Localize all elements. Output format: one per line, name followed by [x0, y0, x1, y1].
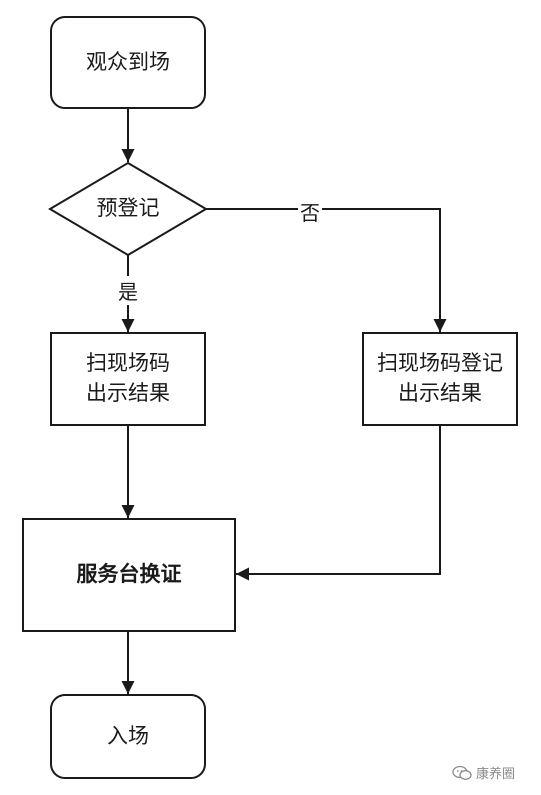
start-node [50, 16, 206, 109]
service-desk-node [22, 518, 236, 632]
wechat-icon [452, 765, 472, 780]
yes-edge-label: 是 [116, 276, 140, 305]
edge-no [206, 208, 447, 332]
edge-register-to-desk [236, 425, 441, 581]
watermark: 康养圈 [452, 763, 515, 782]
watermark-text: 康养圈 [476, 767, 516, 782]
entry-node [50, 694, 206, 779]
no-edge-label: 否 [298, 197, 322, 226]
scan-show-node [50, 332, 206, 426]
decision-node [48, 161, 208, 257]
scan-register-node [362, 332, 518, 426]
